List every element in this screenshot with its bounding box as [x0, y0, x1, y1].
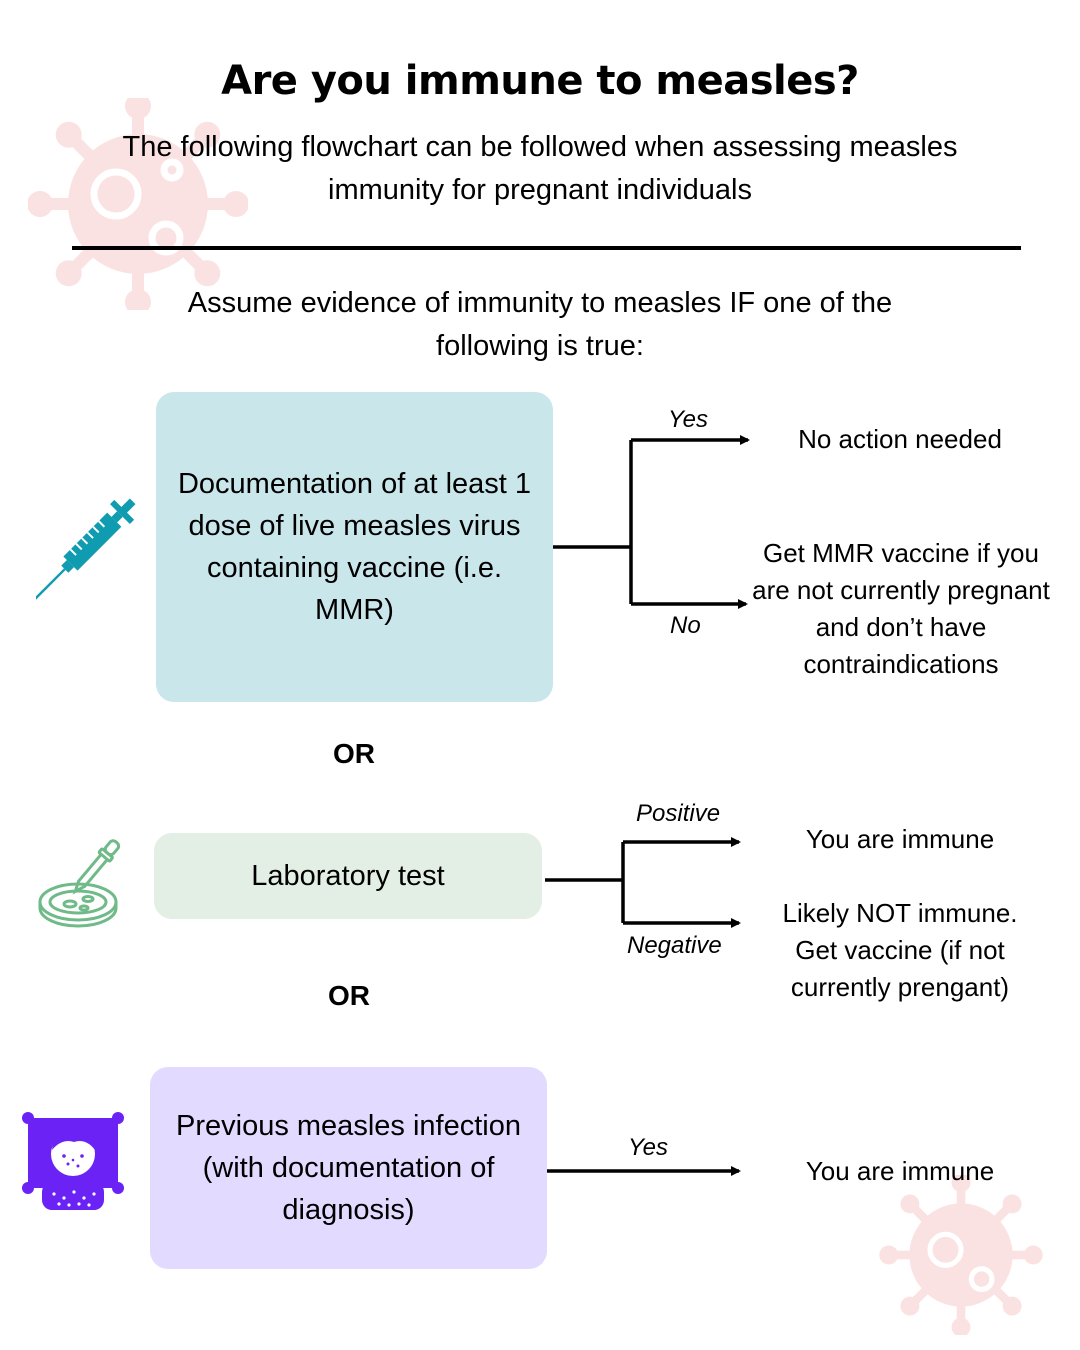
criterion-text: Previous measles infection (with documen…: [176, 1110, 521, 1226]
or-separator: OR: [328, 980, 370, 1011]
syringe-icon: [36, 498, 136, 602]
criterion-box-lab-test: Laboratory test: [154, 833, 542, 919]
branch-label-positive: Positive: [636, 800, 721, 827]
virus-icon: [879, 1175, 1043, 1335]
branch-label-yes: Yes: [668, 406, 709, 433]
outcome-text: You are immune: [805, 1156, 995, 1186]
criterion-text: Documentation of at least 1 dose of live…: [177, 468, 532, 626]
outcome-text: No action needed: [798, 424, 1002, 454]
branch-label-no: No: [670, 612, 701, 639]
or-separator: OR: [333, 738, 375, 769]
divider: [72, 246, 1021, 250]
branch-label-yes: Yes: [628, 1134, 669, 1161]
criterion-text: Laboratory test: [251, 860, 445, 892]
outcome-text: Likely NOT immune. Get vaccine (if not c…: [782, 898, 1018, 1002]
virus-icon: [28, 98, 248, 310]
sick-patient-icon: [22, 1112, 124, 1210]
branch-label-negative: Negative: [627, 932, 722, 959]
criterion-box-previous-infection: Previous measles infection (with documen…: [150, 1067, 547, 1269]
page-title: Are you immune to measles?: [221, 58, 859, 104]
outcome-text: You are immune: [805, 824, 995, 854]
criterion-box-vaccine: Documentation of at least 1 dose of live…: [156, 392, 553, 702]
intro-text: Assume evidence of immunity to measles I…: [187, 287, 893, 362]
page-subtitle: The following flowchart can be followed …: [122, 131, 958, 206]
outcome-text: Get MMR vaccine if you are not currently…: [752, 538, 1050, 679]
petri-dish-icon: [38, 839, 121, 928]
